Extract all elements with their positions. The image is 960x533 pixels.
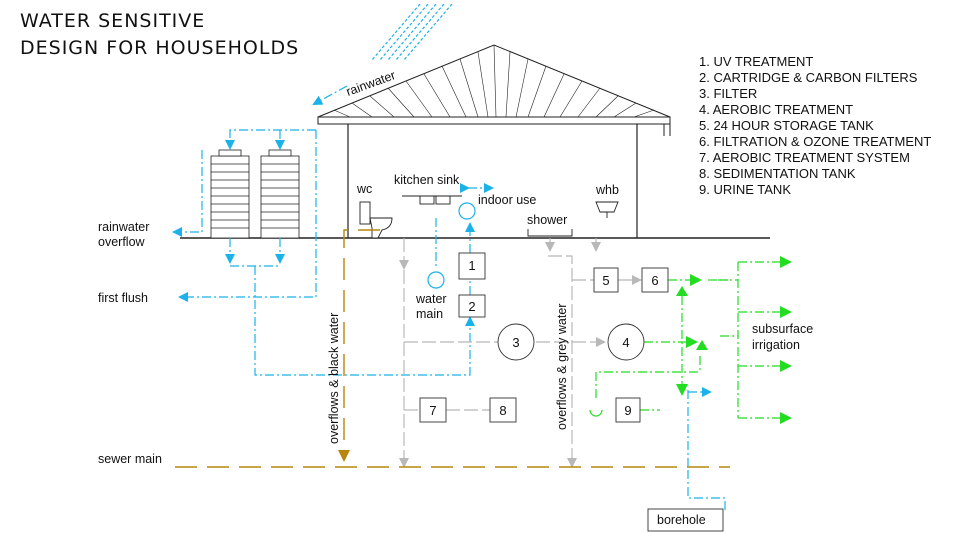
toilet-icon: [359, 201, 393, 239]
node-1-box: [458, 252, 486, 280]
node-2-label: 2: [468, 299, 475, 314]
borehole-box: [647, 508, 724, 532]
node-8-box: [489, 397, 517, 423]
rainwater-overflow-label-2: overflow: [98, 235, 146, 249]
node-9-box: [615, 397, 641, 423]
node-4-circle: [607, 323, 645, 361]
shower-tray-icon: [527, 229, 573, 237]
node-5-box: [593, 267, 619, 293]
subsurface-irrigation-label-1: subsurface: [752, 322, 813, 336]
legend-item: 3. FILTER: [699, 86, 758, 101]
sewer-main-label: sewer main: [98, 452, 162, 466]
indoor-use-label: indoor use: [478, 193, 536, 207]
first-flush-label: first flush: [98, 291, 148, 305]
treatment-legend: 1. UV TREATMENT 2. CARTRIDGE & CARBON FI…: [699, 54, 931, 198]
rain-streaks: [371, 3, 453, 61]
legend-item: 4. AEROBIC TREATMENT: [699, 102, 854, 117]
water-main-label-1: water: [415, 292, 447, 306]
rainwater-tank: [210, 149, 250, 239]
overflows-black-water-label: overflows & black water: [327, 313, 341, 444]
whb-label: whb: [595, 183, 619, 197]
node-9-label: 9: [624, 403, 631, 418]
irrigation-lines: [595, 256, 792, 424]
legend-item: 7. AEROBIC TREATMENT SYSTEM: [699, 150, 910, 165]
rainwater-label: rainwater: [344, 68, 397, 99]
kitchen-sink-icon: [402, 195, 462, 205]
grey-water-lines: [399, 238, 642, 468]
water-main-label-2: main: [416, 307, 443, 321]
roof-hatching: [333, 44, 655, 118]
node-8-label: 8: [499, 403, 506, 418]
node-7-box: [419, 397, 447, 423]
node-2-box: [458, 294, 486, 318]
node-6-box: [641, 267, 669, 293]
title-line-1: WATER SENSITIVE: [20, 10, 206, 32]
rainwater-overflow-label-1: rainwater: [98, 220, 149, 234]
subsurface-irrigation-label-2: irrigation: [752, 338, 800, 352]
basin-icon: [595, 201, 619, 218]
legend-item: 1. UV TREATMENT: [699, 54, 814, 69]
node-3-circle: [497, 323, 535, 361]
water-main-valve: [427, 271, 445, 289]
node-1-label: 1: [468, 258, 475, 273]
kitchen-sink-label: kitchen sink: [394, 173, 460, 187]
rainwater-tank: [260, 149, 300, 239]
overflows-grey-water-label: overflows & grey water: [555, 304, 569, 430]
legend-item: 9. URINE TANK: [699, 182, 791, 197]
legend-item: 8. SEDIMENTATION TANK: [699, 166, 856, 181]
title-line-2: DESIGN FOR HOUSEHOLDS: [20, 37, 300, 59]
black-water-lines: [175, 229, 730, 468]
node-4-label: 4: [622, 335, 629, 350]
urine-junction: [589, 409, 603, 417]
irrigation-pump-triangles: [676, 286, 708, 350]
rainwater-lines: [172, 85, 726, 510]
node-5-label: 5: [602, 273, 609, 288]
node-7-label: 7: [429, 403, 436, 418]
node-6-label: 6: [651, 273, 658, 288]
shower-label: shower: [527, 213, 567, 227]
house-walls: [347, 124, 638, 238]
node-3-label: 3: [512, 335, 519, 350]
legend-item: 5. 24 HOUR STORAGE TANK: [699, 118, 874, 133]
diagram-title: WATER SENSITIVE DESIGN FOR HOUSEHOLDS: [20, 8, 299, 62]
legend-item: 2. CARTRIDGE & CARBON FILTERS: [699, 70, 918, 85]
indoor-use-valve: [458, 202, 476, 220]
wc-label: wc: [356, 182, 372, 196]
legend-item: 6. FILTRATION & OZONE TREATMENT: [699, 134, 932, 149]
borehole-label: borehole: [657, 513, 706, 527]
